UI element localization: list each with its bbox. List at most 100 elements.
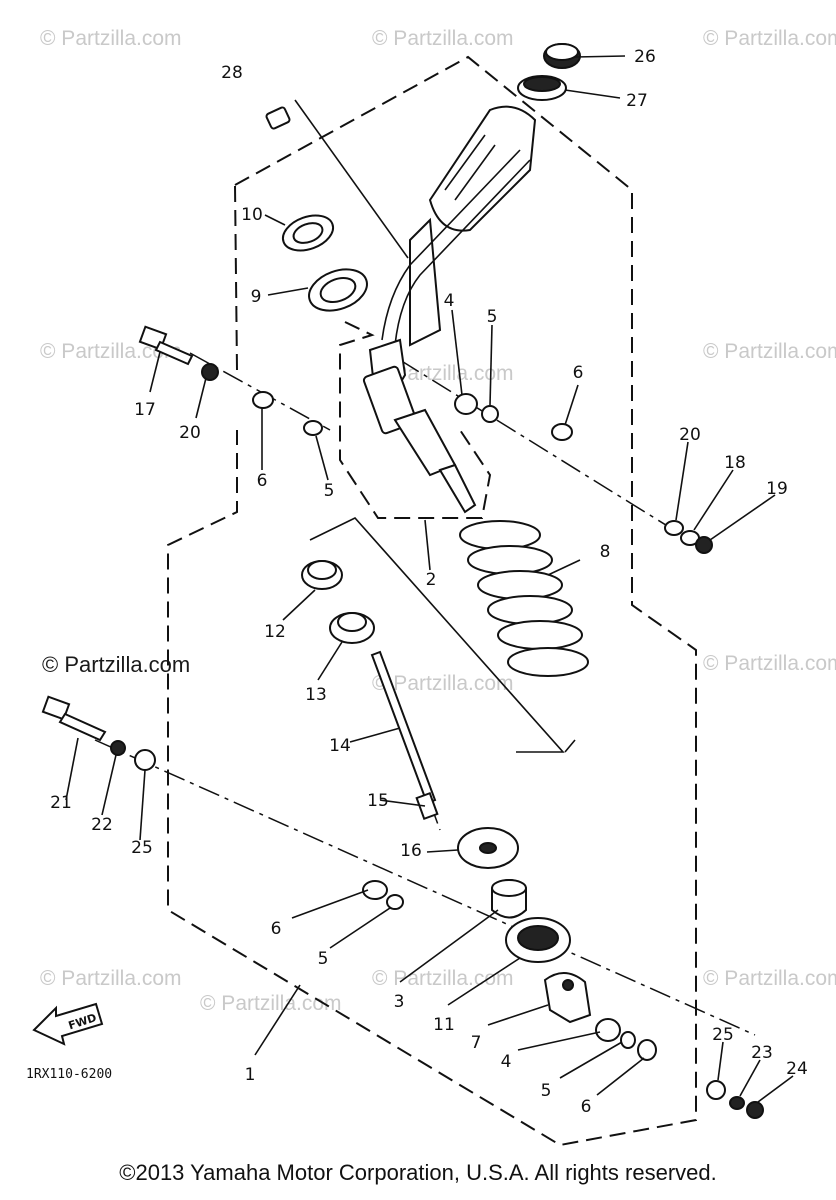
- callout-22: 22: [91, 815, 113, 835]
- washer-23: [729, 1096, 745, 1110]
- callout-11: 11: [433, 1015, 455, 1035]
- locknut-10: [281, 214, 335, 252]
- rod-end-7: [543, 972, 592, 1024]
- callout-5d: 5: [541, 1081, 552, 1101]
- washer-22: [110, 740, 126, 756]
- callout-10: 10: [241, 205, 263, 225]
- watermark: © Partzilla.com: [372, 27, 514, 50]
- collar-6-left: [252, 391, 274, 409]
- bolt-21: [41, 695, 107, 742]
- clip-5-upper: [481, 405, 499, 423]
- callout-16: 16: [400, 841, 422, 861]
- callout-3: 3: [394, 992, 405, 1012]
- nut-24: [746, 1101, 764, 1119]
- callout-20b: 20: [679, 425, 701, 445]
- callout-5c: 5: [318, 949, 329, 969]
- bushing-13: [329, 612, 375, 644]
- callout-6b: 6: [257, 471, 268, 491]
- callout-26: 26: [634, 47, 656, 67]
- washer-20-left: [201, 363, 219, 381]
- callout-2: 2: [426, 570, 437, 590]
- collar-15: [415, 791, 439, 821]
- callout-13: 13: [305, 685, 327, 705]
- reservoir: [409, 105, 537, 347]
- watermark: © Partzilla.com: [703, 652, 836, 675]
- copyright: ©2013 Yamaha Motor Corporation, U.S.A. A…: [119, 1160, 717, 1185]
- clip-5-lower: [620, 1031, 636, 1049]
- callout-25b: 25: [712, 1025, 734, 1045]
- hose: [381, 149, 521, 341]
- collar-6-lower: [637, 1039, 657, 1061]
- bearing-4-lower: [595, 1018, 621, 1042]
- callout-17: 17: [134, 400, 156, 420]
- watermark: © Partzilla.com: [372, 967, 514, 990]
- watermark: © Partzilla.com: [200, 992, 342, 1015]
- callout-1: 1: [245, 1065, 256, 1085]
- leader-28: [294, 99, 409, 259]
- spring-8: [459, 520, 589, 677]
- callout-14: 14: [329, 736, 351, 756]
- callout-6c: 6: [271, 919, 282, 939]
- washer-16: [457, 827, 519, 869]
- washer-20-right: [664, 520, 684, 536]
- watermark: © Partzilla.com: [372, 362, 514, 385]
- watermark-layer: © Partzilla.com © Partzilla.com © Partzi…: [40, 27, 836, 1015]
- lower-axis: [94, 739, 756, 1036]
- watermark: © Partzilla.com: [40, 27, 182, 50]
- callout-5b: 5: [324, 481, 335, 501]
- callout-6d: 6: [581, 1097, 592, 1117]
- watermark: © Partzilla.com: [703, 27, 836, 50]
- callout-7: 7: [471, 1033, 482, 1053]
- callout-8: 8: [600, 542, 611, 562]
- watermark: © Partzilla.com: [372, 672, 514, 695]
- callout-5a: 5: [487, 307, 498, 327]
- watermark-main: © Partzilla.com: [42, 652, 190, 677]
- nut-19: [695, 536, 713, 554]
- callout-15: 15: [367, 791, 389, 811]
- leader-lines: [65, 55, 794, 1103]
- watermark: © Partzilla.com: [40, 967, 182, 990]
- nut-28: [265, 106, 291, 130]
- bushing-bracket: [309, 517, 576, 753]
- watermark: © Partzilla.com: [40, 340, 182, 363]
- callout-20a: 20: [179, 423, 201, 443]
- shock-body: [362, 338, 477, 514]
- watermark: © Partzilla.com: [703, 340, 836, 363]
- fwd-arrow-icon: FWD: [32, 1002, 104, 1046]
- cap-26: [543, 43, 581, 69]
- washer-25-right: [706, 1080, 726, 1100]
- callouts: 26 27 28 10 9 4 5 6 17 20 6 5 2 8 20 18 …: [50, 47, 808, 1117]
- diagram-code: 1RX110-6200: [26, 1067, 112, 1082]
- callout-28: 28: [221, 63, 243, 83]
- callout-24: 24: [786, 1059, 808, 1079]
- rod-14: [370, 650, 437, 805]
- ring-27: [517, 75, 567, 101]
- callout-23: 23: [751, 1043, 773, 1063]
- adjuster-9: [308, 268, 368, 312]
- callout-21: 21: [50, 793, 72, 813]
- collar-6-lower-left: [362, 880, 388, 900]
- hose: [394, 159, 531, 346]
- shock-subassembly-boundary: [339, 321, 492, 519]
- seal-11: [505, 917, 571, 963]
- callout-19: 19: [766, 479, 788, 499]
- callout-12: 12: [264, 622, 286, 642]
- clip-5-lower-left: [386, 894, 404, 910]
- clip-5-left: [303, 420, 323, 436]
- bushing-12: [301, 560, 343, 590]
- collar-6-upper: [551, 423, 573, 441]
- upper-axis-right: [399, 359, 691, 541]
- bushing-3: [491, 879, 527, 919]
- assembly-boundary: [167, 55, 697, 1147]
- callout-25a: 25: [131, 838, 153, 858]
- washer-25-left: [134, 749, 156, 771]
- callout-27: 27: [626, 91, 648, 111]
- bolt-17: [138, 325, 194, 366]
- bearing-4-upper: [454, 393, 478, 415]
- callout-4a: 4: [444, 291, 455, 311]
- watermark: © Partzilla.com: [703, 967, 836, 990]
- callout-9: 9: [251, 287, 262, 307]
- callout-6a: 6: [573, 363, 584, 383]
- callout-4b: 4: [501, 1052, 512, 1072]
